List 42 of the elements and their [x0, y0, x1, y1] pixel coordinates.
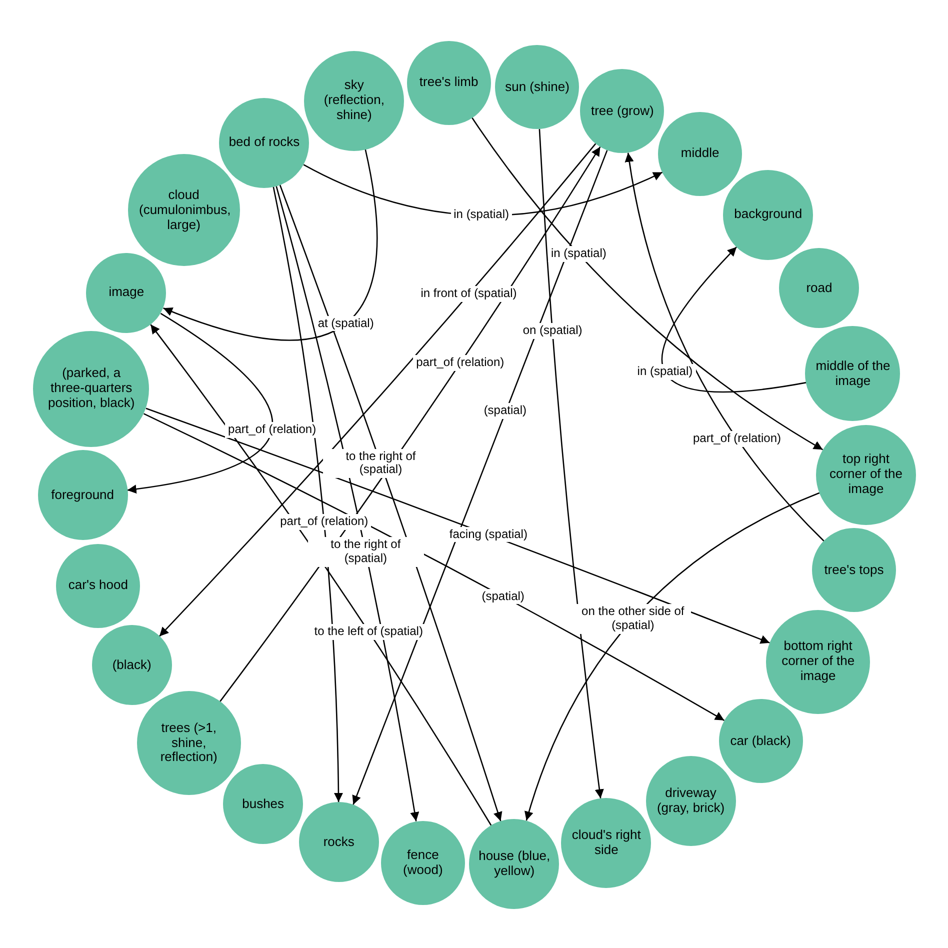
node-label: car's hood [68, 578, 128, 594]
arrow [524, 492, 820, 821]
node-label: foreground [51, 488, 114, 503]
node-label: tree (grow) [590, 104, 654, 119]
arrow [127, 312, 273, 494]
node-label: sky (reflection, shine) [322, 78, 386, 124]
node-label: tree's limb [419, 75, 478, 90]
arrow [662, 246, 806, 392]
arrow [163, 149, 378, 340]
node-label: car (black) [730, 734, 791, 749]
node-label: cloud's right side [570, 828, 642, 858]
arrow [472, 117, 824, 450]
node-circle [580, 69, 664, 154]
edge-label: to the left of (spatial) [311, 624, 426, 640]
node-label: driveway (gray, brick) [656, 786, 726, 816]
node-label: fence (wood) [402, 848, 444, 878]
node-label: bed of rocks [228, 135, 300, 150]
node-label: top right corner of the image [828, 452, 904, 498]
node-label: bushes [242, 796, 284, 812]
arrow [146, 408, 770, 644]
node-label: road [806, 280, 832, 296]
edge-label: in (spatial) [450, 207, 512, 224]
node-label: bottom right corner of the image [780, 639, 856, 684]
edge-label: on the other side of (spatial) [574, 604, 691, 634]
node-label: house (blue, yellow) [478, 848, 550, 879]
node-label: middle [680, 146, 720, 162]
node-label: cloud (cumulonimbus, large) [138, 188, 229, 233]
node-label: rocks [323, 834, 354, 850]
arrow [158, 143, 596, 637]
arrow [625, 152, 824, 542]
node-label: middle of the image [814, 358, 891, 389]
node-label: image [108, 285, 144, 300]
arrow [538, 129, 604, 798]
edge-label: to the right of (spatial) [308, 536, 424, 567]
node-label: (black) [112, 658, 152, 673]
node-label: sun (shine) [505, 80, 570, 95]
node-label: background [734, 207, 802, 222]
arrow [272, 186, 343, 802]
node-label: trees (>1, shine, reflection) [159, 720, 218, 766]
node-label: tree's tops [824, 562, 884, 578]
arrow [352, 150, 608, 805]
node-label: (parked, a three-quarters position, black) [47, 366, 136, 412]
